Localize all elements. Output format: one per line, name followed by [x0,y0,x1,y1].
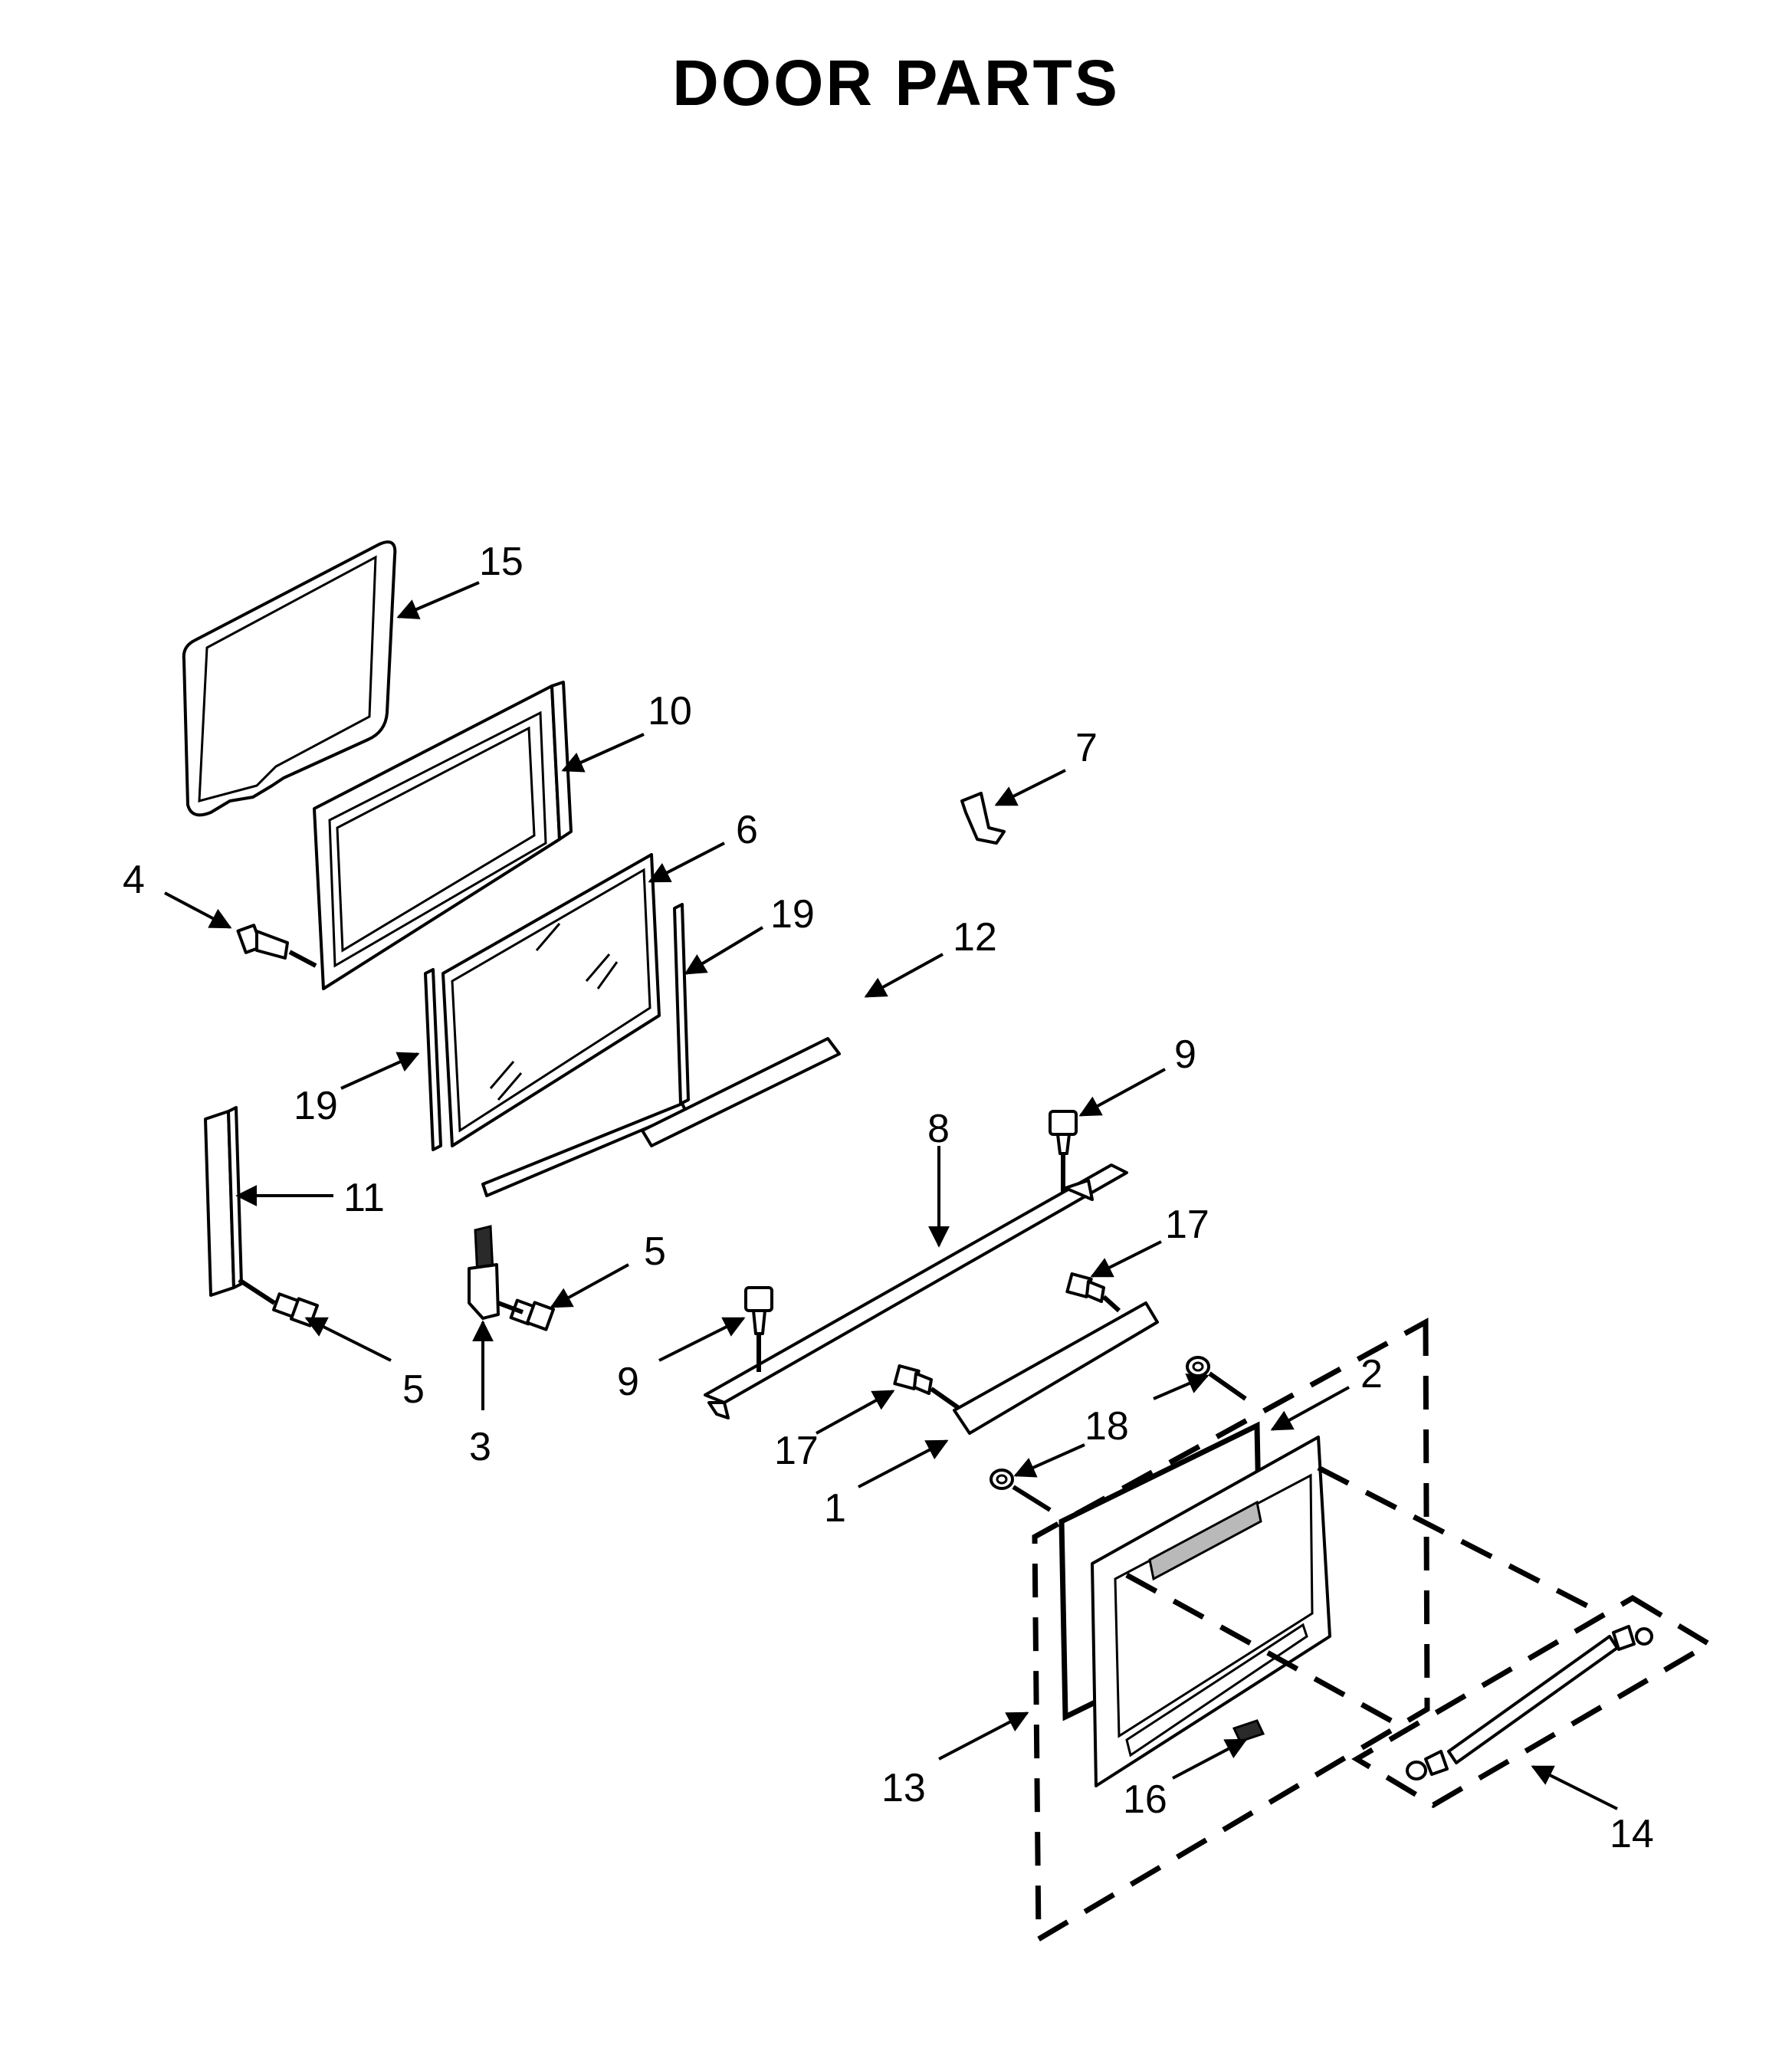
part-9-screw-lower[interactable] [744,1286,773,1335]
part-17-screw-lower[interactable] [893,1364,933,1395]
part-3-hinge[interactable] [468,1225,500,1320]
part-19-glass-retainer-bottom[interactable] [481,1102,688,1197]
callout-5-right: 5 [644,1229,666,1274]
callout-16: 16 [1123,1777,1167,1822]
part-17-screw-upper[interactable] [1065,1272,1105,1303]
callout-10: 10 [648,689,692,733]
connector-17-upper [1101,1295,1121,1313]
connector-13-to-14-upper [1317,1465,1603,1616]
callout-12: 12 [953,915,997,960]
assembly-14-outline [1351,1594,1715,1809]
part-8-door-channel[interactable] [704,1163,1128,1419]
part-19-glass-retainer-left[interactable] [424,968,442,1151]
callout-14: 14 [1610,1812,1654,1856]
part-13-door-assembly[interactable] [1091,1436,1331,1787]
callout-9-lower: 9 [617,1360,639,1404]
part-15-door-gasket[interactable] [182,540,397,817]
callout-18: 18 [1085,1404,1129,1449]
connector-11 [238,1278,276,1305]
callout-4: 4 [123,858,145,902]
page-title: DOOR PARTS [672,47,1120,119]
connector-18-upper [1208,1371,1247,1401]
part-19-glass-retainer-right[interactable] [673,903,690,1105]
callout-6: 6 [736,808,758,852]
callout-1: 1 [824,1486,846,1531]
callout-8: 8 [927,1107,950,1151]
callout-2: 2 [1360,1352,1383,1396]
part-5-screw-right[interactable] [509,1298,556,1331]
callout-3: 3 [469,1425,491,1469]
callout-9-upper: 9 [1174,1032,1196,1077]
part-4-screw[interactable] [236,924,289,960]
part-18-grommet-lower[interactable] [990,1469,1014,1490]
part-1-trim-bracket[interactable] [953,1301,1159,1435]
part-7-clip[interactable] [960,792,1006,845]
part-18-grommet-upper[interactable] [1186,1356,1210,1377]
part-9-screw-upper[interactable] [1049,1110,1078,1155]
callout-19-left: 19 [294,1084,338,1128]
callout-15: 15 [479,540,523,584]
callout-7: 7 [1075,726,1098,770]
part-11-side-trim[interactable] [204,1106,243,1297]
callout-13: 13 [881,1766,926,1810]
callout-17-lower: 17 [774,1429,819,1473]
part-12-vent-trim[interactable] [641,1037,841,1147]
callout-17-upper: 17 [1165,1203,1209,1247]
part-6-door-glass[interactable] [441,853,661,1147]
leader-arrows [164,581,1618,1810]
part-10-inner-door-panel[interactable] [313,681,573,990]
callout-5-left: 5 [402,1367,425,1412]
callout-19-right: 19 [770,892,815,937]
connector-3 [497,1301,524,1314]
part-16-clip[interactable] [1232,1719,1265,1743]
connector-17-lower [930,1387,963,1413]
connector-4 [288,950,317,968]
callout-11: 11 [343,1176,385,1220]
connector-18-lower [1012,1485,1052,1512]
part-14-door-handle[interactable] [1406,1625,1653,1780]
